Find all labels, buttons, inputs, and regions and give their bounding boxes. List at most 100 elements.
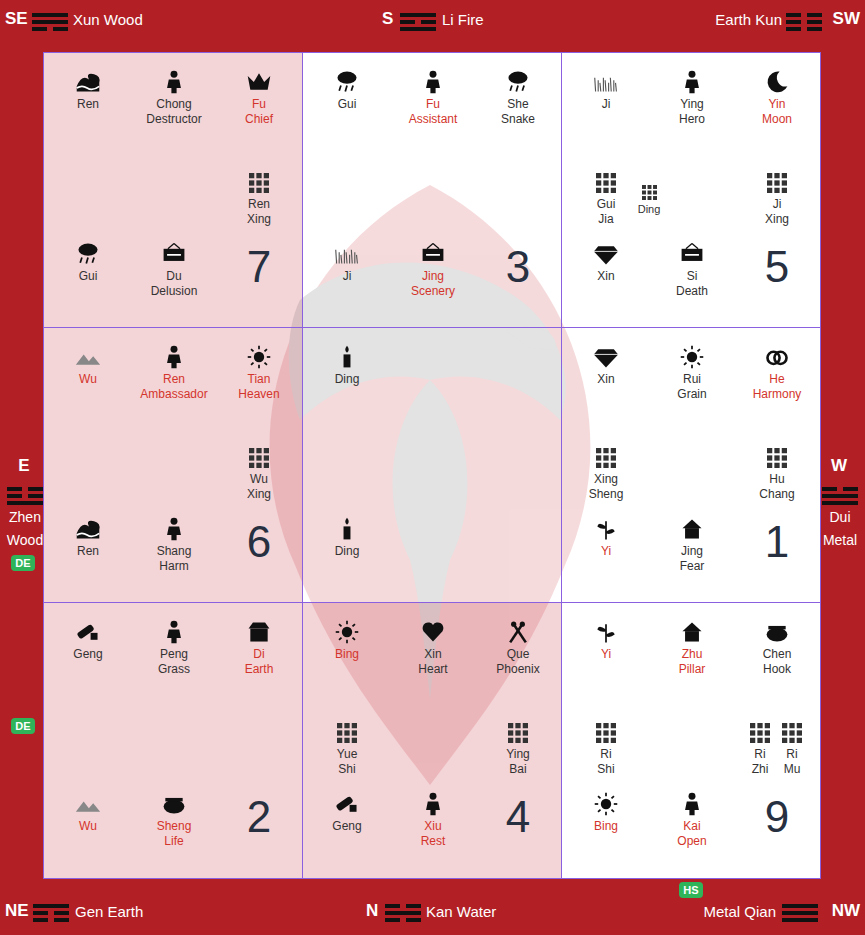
symbol-icon	[334, 516, 360, 542]
palace-number: 2	[247, 789, 271, 845]
trigram-label: Kan Water	[426, 903, 496, 920]
symbol-icon	[420, 69, 446, 95]
symbol-icon	[593, 344, 619, 370]
direction-label: NE	[5, 901, 29, 921]
symbol-icon	[593, 791, 619, 817]
symbol-icon	[593, 241, 619, 267]
symbol-label: Ying Hero	[679, 97, 705, 127]
trigram-label: Li Fire	[442, 11, 484, 28]
direction-label: E	[18, 456, 29, 476]
palace-cell: JiYing HeroYin MoonGui JiaJi XingDingXin…	[561, 52, 821, 328]
symbol-label: Gui	[338, 97, 357, 112]
symbol-icon	[767, 173, 787, 193]
symbol-icon	[420, 791, 446, 817]
symbol-label: Chong Destructor	[146, 97, 201, 127]
trigram-label: Xun Wood	[73, 11, 143, 28]
badge-text: DE	[15, 557, 30, 569]
symbol-label: Bing	[335, 647, 359, 662]
symbol-icon	[334, 619, 360, 645]
symbol-icon	[593, 619, 619, 645]
symbol-label: Wu	[79, 819, 97, 834]
symbol-label: Hu Chang	[759, 472, 794, 502]
symbol-icon	[596, 723, 616, 743]
palace-cell: YiZhu PillarChen HookRi ShiRi ZhiRi MuBi…	[561, 602, 821, 879]
symbol-icon	[246, 69, 272, 95]
symbol-label: Gui	[79, 269, 98, 284]
symbol-label: Ding	[638, 202, 661, 217]
palace-number: 7	[247, 239, 271, 295]
symbol-icon	[782, 723, 802, 743]
symbol-label: Di Earth	[245, 647, 274, 677]
symbol-label: Yue Shi	[337, 747, 358, 777]
symbol-label: Du Delusion	[151, 269, 198, 299]
palace-number: 4	[506, 789, 530, 845]
symbol-icon	[596, 173, 616, 193]
symbol-icon	[246, 344, 272, 370]
symbol-label: Rui Grain	[677, 372, 706, 402]
trigram-label: Gen Earth	[75, 903, 143, 920]
direction-label: S	[382, 9, 393, 29]
palace-cell: DingDing	[302, 327, 562, 603]
symbol-label: Xin Heart	[418, 647, 447, 677]
symbol-icon	[334, 791, 360, 817]
badge-text: DE	[15, 720, 30, 732]
symbol-label: She Snake	[501, 97, 535, 127]
symbol-icon	[161, 791, 187, 817]
symbol-icon	[75, 791, 101, 817]
symbol-label: Ding	[335, 372, 360, 387]
symbol-label: Ding	[335, 544, 360, 559]
trigram-label: Metal Qian	[703, 903, 776, 920]
symbol-label: Ji	[602, 97, 611, 112]
symbol-label: Yi	[601, 647, 611, 662]
symbol-label: Ri Mu	[784, 747, 801, 777]
symbol-icon	[161, 241, 187, 267]
symbol-label: He Harmony	[753, 372, 802, 402]
symbol-label: Wu	[79, 372, 97, 387]
symbol-icon	[75, 619, 101, 645]
palace-cell: GengPeng GrassDi EarthWuSheng Life2	[43, 602, 303, 879]
symbol-label: Wu Xing	[247, 472, 271, 502]
symbol-icon	[593, 69, 619, 95]
symbol-label: Jing Scenery	[411, 269, 455, 299]
symbol-icon	[750, 723, 770, 743]
symbol-icon	[161, 344, 187, 370]
palace-number: 5	[765, 239, 789, 295]
symbol-icon	[249, 448, 269, 468]
symbol-icon	[75, 241, 101, 267]
symbol-icon	[508, 723, 528, 743]
symbol-label: Gui Jia	[597, 197, 616, 227]
symbol-icon	[764, 344, 790, 370]
symbol-label: Geng	[332, 819, 361, 834]
direction-label: NW	[832, 901, 860, 921]
symbol-icon	[246, 619, 272, 645]
symbol-icon	[75, 344, 101, 370]
symbol-label: Si Death	[676, 269, 708, 299]
symbol-icon	[337, 723, 357, 743]
status-badge: DE	[11, 555, 35, 571]
symbol-label: Xing Sheng	[589, 472, 624, 502]
symbol-icon	[249, 173, 269, 193]
symbol-label: Jing Fear	[680, 544, 705, 574]
symbol-label: Ji	[343, 269, 352, 284]
symbol-label: Ren Xing	[247, 197, 271, 227]
symbol-label: Xiu Rest	[421, 819, 446, 849]
trigram-label: Earth Kun	[715, 11, 782, 28]
symbol-icon	[75, 69, 101, 95]
symbol-label: Sheng Life	[157, 819, 192, 849]
symbol-icon	[161, 69, 187, 95]
symbol-label: Ri Shi	[597, 747, 614, 777]
symbol-icon	[334, 241, 360, 267]
symbol-label: Ji Xing	[765, 197, 789, 227]
symbol-icon	[505, 619, 531, 645]
symbol-icon	[764, 69, 790, 95]
palace-cell: RenChong DestructorFu ChiefRen XingGuiDu…	[43, 52, 303, 328]
trigram-label: Zhen Wood	[7, 506, 43, 552]
direction-label: SE	[5, 9, 28, 29]
symbol-icon	[679, 69, 705, 95]
symbol-icon	[420, 619, 446, 645]
symbol-icon	[75, 516, 101, 542]
symbol-label: Bing	[594, 819, 618, 834]
palace-cell: GuiFu AssistantShe SnakeJiJing Scenery3	[302, 52, 562, 328]
symbol-icon	[679, 516, 705, 542]
